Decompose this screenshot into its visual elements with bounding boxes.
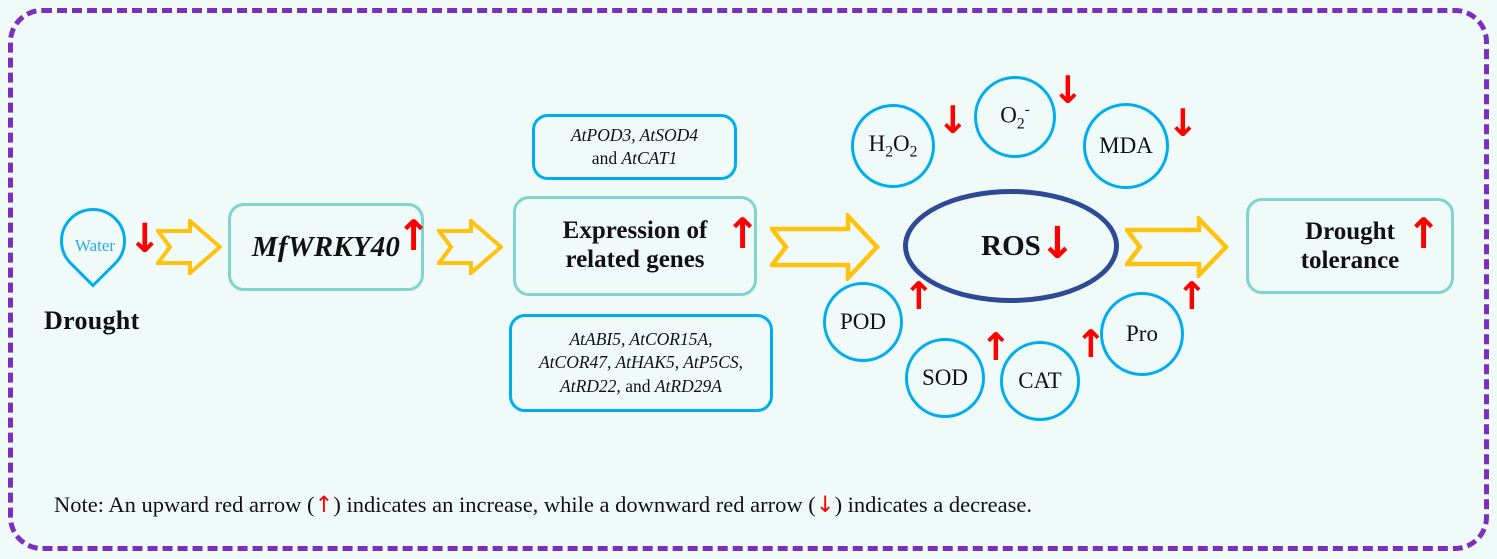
cat-label: CAT <box>1018 368 1062 393</box>
h2o2-down-arrow-icon: ↓ <box>937 98 969 142</box>
pod-label: POD <box>839 309 886 334</box>
mda-label: MDA <box>1099 133 1153 158</box>
drought-tolerance-line1: Drought <box>1305 217 1395 245</box>
drought-tolerance-up-arrow-icon: ↑ <box>1406 209 1442 258</box>
pro-circle: Pro <box>1100 292 1184 376</box>
sod-label: SOD <box>921 365 968 390</box>
pro-label: Pro <box>1126 321 1158 346</box>
water-droplet-label: Water <box>74 236 116 255</box>
note-prefix: Note: An upward red arrow ( <box>54 492 315 517</box>
antioxidant-gene-line2-italic: AtCAT1 <box>621 148 678 168</box>
drought-tolerance-text: Drought tolerance <box>1301 217 1400 276</box>
antioxidant-gene-text: AtPOD3, AtSOD4 and AtCAT1 <box>571 124 698 170</box>
cat-circle: CAT <box>1000 341 1080 421</box>
stress-gene-line1: AtABI5, AtCOR15A, <box>569 329 713 350</box>
flow-arrow-3-icon <box>770 213 880 281</box>
mfwrky40-up-arrow-icon: ↑ <box>396 211 432 260</box>
stress-gene-text: AtABI5, AtCOR15A, AtCOR47, AtHAK5, AtP5C… <box>539 328 743 397</box>
mda-circle: MDA <box>1083 103 1169 189</box>
pod-circle: POD <box>823 282 903 362</box>
water-down-arrow-icon: ↓ <box>128 216 162 262</box>
flow-arrow-1-icon <box>156 219 222 275</box>
stress-gene-line3a: AtRD22, <box>560 375 621 396</box>
mfwrky40-label: MfWRKY40 <box>251 230 401 263</box>
note-up-arrow-symbol: ↑ <box>314 492 334 518</box>
figure-note: Note: An upward red arrow (↑) indicates … <box>54 492 1032 518</box>
flow-arrow-4-icon <box>1125 216 1229 278</box>
stress-gene-line3-plain: and <box>620 375 655 396</box>
antioxidant-gene-line1: AtPOD3, AtSOD4 <box>570 124 699 145</box>
expression-line2: related genes <box>565 246 705 273</box>
ros-label: ROS <box>981 229 1041 262</box>
note-down-arrow-symbol: ↓ <box>815 492 835 518</box>
o2-minus-down-arrow-icon: ↓ <box>1052 68 1084 112</box>
sod-circle: SOD <box>905 338 985 418</box>
note-middle: ) indicates an increase, while a downwar… <box>333 492 816 517</box>
antioxidant-gene-line2-plain: and <box>591 148 622 168</box>
stress-gene-box: AtABI5, AtCOR15A, AtCOR47, AtHAK5, AtP5C… <box>509 314 773 412</box>
stress-gene-line2: AtCOR47, AtHAK5, AtP5CS, <box>538 352 743 373</box>
flow-arrow-2-icon <box>437 219 503 275</box>
note-suffix: ) indicates a decrease. <box>834 492 1032 517</box>
drought-tolerance-box: Drought tolerance <box>1246 198 1454 294</box>
mda-down-arrow-icon: ↓ <box>1167 101 1199 145</box>
expression-box: Expression of related genes <box>513 196 757 296</box>
expression-text: Expression of related genes <box>563 217 708 275</box>
h2o2-circle: H2O2 <box>851 104 935 188</box>
stress-gene-line3b: AtRD29A <box>654 375 722 396</box>
expression-up-arrow-icon: ↑ <box>725 209 761 258</box>
o2-minus-label: O2- <box>1000 100 1030 133</box>
drought-caption: Drought <box>44 306 140 335</box>
pod-up-arrow-icon: ↑ <box>903 274 935 318</box>
drought-tolerance-line2: tolerance <box>1300 247 1400 274</box>
water-droplet-group: Water <box>46 194 140 298</box>
pro-up-arrow-icon: ↑ <box>1176 274 1208 318</box>
ros-ellipse: ROS <box>903 189 1119 303</box>
mfwrky40-box: MfWRKY40 <box>228 203 424 291</box>
o2-minus-circle: O2- <box>974 76 1056 158</box>
ros-down-arrow-icon: ↓ <box>1039 218 1076 269</box>
h2o2-label: H2O2 <box>868 130 918 161</box>
antioxidant-gene-box: AtPOD3, AtSOD4 and AtCAT1 <box>532 114 737 180</box>
expression-line1: Expression of <box>562 217 708 245</box>
